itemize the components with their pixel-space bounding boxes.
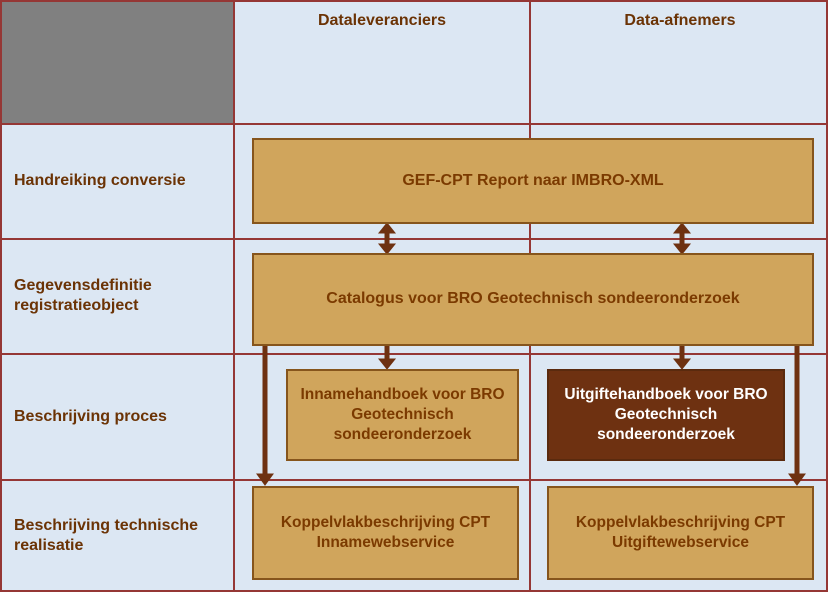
box-innamehandboek: Innamehandboek voor BRO Geotechnisch son… [286,369,519,461]
box-uitgiftehandboek: Uitgiftehandboek voor BRO Geotechnisch s… [547,369,785,461]
grid-line-vertical-1 [233,2,235,590]
row-label-beschrijving-technische-realisatie: Beschrijving technische realisatie [14,517,199,554]
grid-line-horizontal-2 [2,238,826,240]
row-label-beschrijving-proces: Beschrijving proces [14,407,167,425]
grid-line-horizontal-4 [2,479,826,481]
row-label-gegevensdefinitie-registratieobject: Gegevensdefinitie registratieobject [14,277,152,314]
box-koppelvlak-uitgiftewebservice: Koppelvlakbeschrijving CPT Uitgiftewebse… [547,486,814,580]
row-label-handreiking-conversie: Handreiking conversie [14,172,186,189]
box-koppelvlak-innamewebservice: Koppelvlakbeschrijving CPT Innamewebserv… [252,486,519,580]
box-catalogus-bro-geotechnisch-sondeeronderzoek: Catalogus voor BRO Geotechnisch sondeero… [252,253,814,346]
grid-line-horizontal-3 [2,353,826,355]
column-header-dataleveranciers: Dataleveranciers [317,12,447,29]
header-empty-cell [2,2,233,123]
column-header-data-afnemers: Data-afnemers [624,12,736,29]
box-gef-cpt-report: GEF-CPT Report naar IMBRO-XML [252,138,814,224]
grid-line-horizontal-1 [2,123,826,125]
